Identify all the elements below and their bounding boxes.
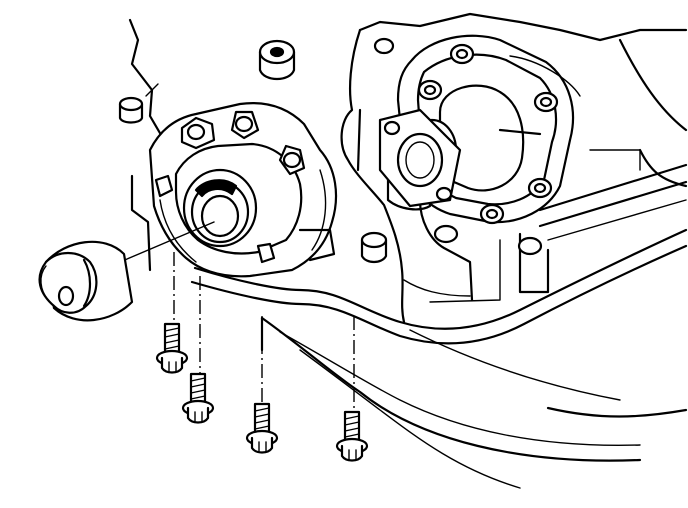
mounting-bolt — [181, 372, 215, 424]
tool-axis-line — [119, 221, 215, 263]
oil-pan — [260, 316, 688, 489]
block-left-edge — [118, 18, 388, 272]
mounting-bolt — [155, 322, 189, 374]
seal-installer-tool — [38, 221, 215, 322]
mounting-bolts — [155, 322, 369, 462]
oil-pump-housing — [148, 102, 338, 278]
engine-block — [340, 12, 688, 324]
mounting-bolt — [335, 410, 369, 462]
mounting-bolt — [245, 402, 279, 454]
oil-pan-gasket — [190, 228, 688, 345]
camshaft-sprocket-flange — [378, 34, 581, 225]
